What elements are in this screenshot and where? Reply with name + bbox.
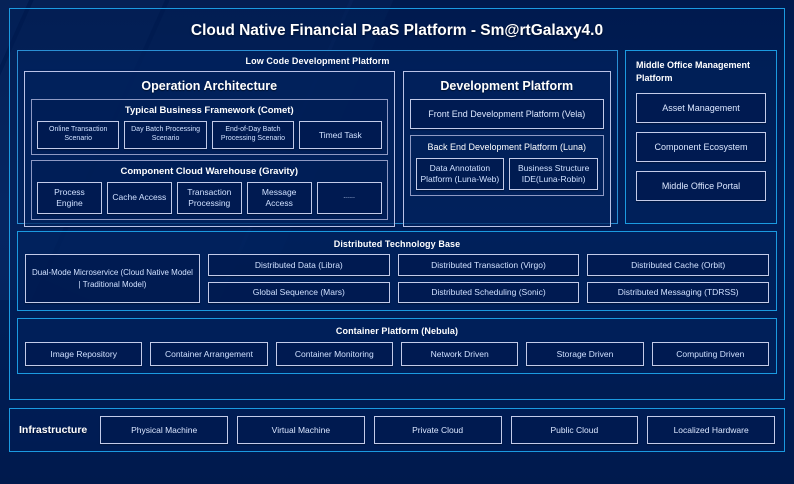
list-item[interactable]: Asset Management	[636, 93, 766, 124]
list-item[interactable]: Localized Hardware	[647, 416, 776, 444]
infrastructure-items: Physical Machine Virtual Machine Private…	[100, 416, 776, 444]
back-end-items: Data Annotation Platform (Luna-Web) Busi…	[415, 158, 598, 190]
container-platform-items: Image Repository Container Arrangement C…	[25, 342, 769, 366]
page-title: Cloud Native Financial PaaS Platform - S…	[190, 22, 604, 39]
list-item[interactable]: Cache Access	[106, 181, 172, 214]
development-platform-panel: Development Platform Front End Developme…	[402, 71, 611, 227]
list-item[interactable]: Container Arrangement	[150, 342, 268, 366]
list-item[interactable]: Distributed Transaction (Virgo)	[397, 254, 580, 276]
operation-architecture-panel: Operation Architecture Typical Business …	[24, 71, 395, 227]
typical-business-framework-items: Online Transaction Scenario Day Batch Pr…	[37, 121, 382, 149]
list-item[interactable]: Public Cloud	[510, 416, 639, 444]
list-item[interactable]: Distributed Cache (Orbit)	[587, 254, 769, 276]
infrastructure-label: Infrastructure	[19, 424, 88, 436]
back-end-development-platform-group: Back End Development Platform (Luna) Dat…	[409, 135, 604, 196]
list-item[interactable]: Message Access	[246, 181, 312, 214]
list-item-ellipsis[interactable]: ......	[316, 181, 382, 214]
infrastructure-panel: Infrastructure Physical Machine Virtual …	[9, 408, 785, 452]
list-item[interactable]: Computing Driven	[651, 342, 769, 366]
list-item[interactable]: Virtual Machine	[237, 416, 365, 444]
front-end-development-platform-item[interactable]: Front End Development Platform (Vela)	[409, 99, 604, 129]
component-cloud-warehouse-items: Process Engine Cache Access Transaction …	[37, 181, 382, 214]
list-item[interactable]: Private Cloud	[373, 416, 502, 444]
list-item[interactable]: Network Driven	[400, 342, 519, 366]
list-item[interactable]: Online Transaction Scenario	[37, 121, 120, 149]
container-platform-title: Container Platform (Nebula)	[335, 326, 459, 336]
container-platform-panel: Container Platform (Nebula) Image Reposi…	[17, 318, 777, 374]
development-platform-title: Development Platform	[440, 79, 574, 93]
top-region: Low Code Development Platform Operation …	[17, 50, 777, 227]
middle-office-management-platform-panel: Middle Office Management Platform Asset …	[625, 50, 777, 224]
list-item[interactable]: Distributed Messaging (TDRSS)	[587, 281, 769, 303]
list-item[interactable]: Day Batch Processing Scenario	[124, 121, 207, 149]
distributed-technology-base-title: Distributed Technology Base	[333, 239, 461, 249]
list-item[interactable]: Distributed Scheduling (Sonic)	[397, 281, 580, 303]
list-item[interactable]: Transaction Processing	[176, 181, 242, 214]
low-code-columns: Operation Architecture Typical Business …	[24, 71, 611, 227]
list-item[interactable]: Container Monitoring	[275, 342, 393, 366]
list-item[interactable]: Component Ecosystem	[636, 132, 766, 163]
list-item[interactable]: Business Structure IDE(Luna-Robin)	[509, 158, 598, 190]
list-item[interactable]: Global Sequence (Mars)	[208, 281, 390, 303]
list-item[interactable]: Data Annotation Platform (Luna-Web)	[415, 158, 505, 190]
typical-business-framework-group: Typical Business Framework (Comet) Onlin…	[31, 99, 388, 155]
low-code-development-platform-panel: Low Code Development Platform Operation …	[17, 50, 618, 227]
list-item[interactable]: Storage Driven	[526, 342, 644, 366]
list-item[interactable]: Process Engine	[37, 181, 102, 214]
distributed-technology-base-body: Dual-Mode Microservice (Cloud Native Mod…	[25, 254, 769, 303]
component-cloud-warehouse-title: Component Cloud Warehouse (Gravity)	[120, 165, 299, 177]
list-item[interactable]: Distributed Data (Libra)	[208, 254, 390, 276]
low-code-platform-title: Low Code Development Platform	[245, 56, 390, 66]
list-item[interactable]: Timed Task	[299, 121, 382, 149]
list-item[interactable]: End-of-Day Batch Processing Scenario	[211, 121, 295, 149]
typical-business-framework-title: Typical Business Framework (Comet)	[124, 105, 294, 116]
platform-frame: Cloud Native Financial PaaS Platform - S…	[9, 8, 785, 400]
distributed-technology-base-panel: Distributed Technology Base Dual-Mode Mi…	[17, 231, 777, 311]
dual-mode-microservice-item[interactable]: Dual-Mode Microservice (Cloud Native Mod…	[25, 254, 200, 303]
list-item[interactable]: Physical Machine	[100, 416, 229, 444]
component-cloud-warehouse-group: Component Cloud Warehouse (Gravity) Proc…	[31, 159, 388, 220]
list-item[interactable]: Image Repository	[25, 342, 143, 366]
distributed-technology-base-grid: Distributed Data (Libra) Distributed Tra…	[208, 254, 769, 303]
list-item[interactable]: Middle Office Portal	[636, 171, 766, 202]
middle-office-platform-title: Middle Office Management Platform	[636, 60, 751, 83]
operation-architecture-title: Operation Architecture	[141, 79, 278, 93]
back-end-development-platform-title: Back End Development Platform (Luna)	[427, 142, 587, 152]
